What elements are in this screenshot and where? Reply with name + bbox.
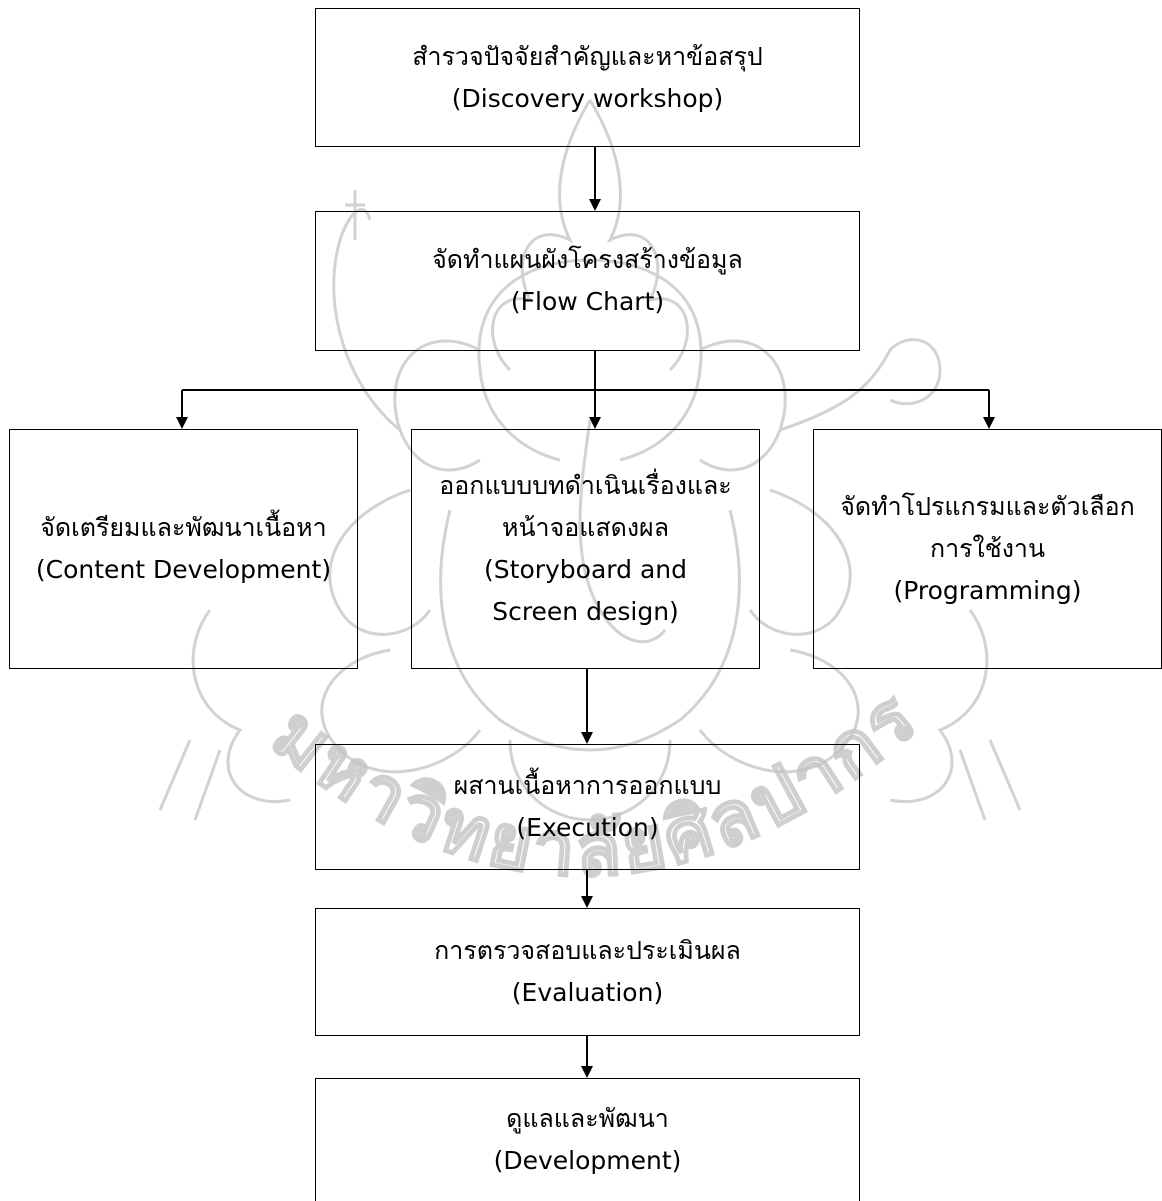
step-content-box: จัดเตรียมและพัฒนาเนื้อหา (Content Develo… bbox=[9, 429, 358, 669]
step-storyboard-english-line1: (Storyboard and bbox=[484, 555, 687, 584]
step-evaluation-box: การตรวจสอบและประเมินผล (Evaluation) bbox=[315, 908, 860, 1036]
step-programming-thai-line1: จัดทำโปรแกรมและตัวเลือก bbox=[840, 492, 1135, 521]
step-execution-thai: ผสานเนื้อหาการออกแบบ bbox=[453, 771, 722, 800]
step-programming-english: (Programming) bbox=[893, 576, 1082, 605]
step-execution-box: ผสานเนื้อหาการออกแบบ (Execution) bbox=[315, 744, 860, 870]
step-discovery-english: (Discovery workshop) bbox=[451, 83, 724, 113]
step-storyboard-thai-line2: หน้าจอแสดงผล bbox=[501, 513, 670, 542]
step-development-box: ดูแลและพัฒนา (Development) bbox=[315, 1078, 860, 1201]
step-content-thai: จัดเตรียมและพัฒนาเนื้อหา bbox=[40, 513, 327, 542]
step-programming-box: จัดทำโปรแกรมและตัวเลือก การใช้งาน (Progr… bbox=[813, 429, 1162, 669]
step-storyboard-box: ออกแบบบทดำเนินเรื่องและ หน้าจอแสดงผล (St… bbox=[411, 429, 760, 669]
step-execution-english: (Execution) bbox=[516, 813, 659, 842]
step-content-english: (Content Development) bbox=[35, 555, 332, 584]
step-evaluation-thai: การตรวจสอบและประเมินผล bbox=[434, 936, 741, 965]
step-flowchart-box: จัดทำแผนผังโครงสร้างข้อมูล (Flow Chart) bbox=[315, 211, 860, 351]
step-development-english: (Development) bbox=[493, 1146, 682, 1175]
step-flowchart-thai: จัดทำแผนผังโครงสร้างข้อมูล bbox=[432, 245, 743, 274]
step-flowchart-english: (Flow Chart) bbox=[510, 287, 665, 316]
step-discovery-thai: สำรวจปัจจัยสำคัญและหาข้อสรุป bbox=[412, 41, 763, 71]
step-storyboard-english-line2: Screen design) bbox=[492, 597, 679, 626]
step-development-thai: ดูแลและพัฒนา bbox=[506, 1104, 669, 1133]
step-evaluation-english: (Evaluation) bbox=[511, 978, 664, 1007]
step-discovery-box: สำรวจปัจจัยสำคัญและหาข้อสรุป (Discovery … bbox=[315, 8, 860, 147]
step-programming-thai-line2: การใช้งาน bbox=[929, 534, 1046, 563]
step-storyboard-thai-line1: ออกแบบบทดำเนินเรื่องและ bbox=[439, 471, 732, 500]
